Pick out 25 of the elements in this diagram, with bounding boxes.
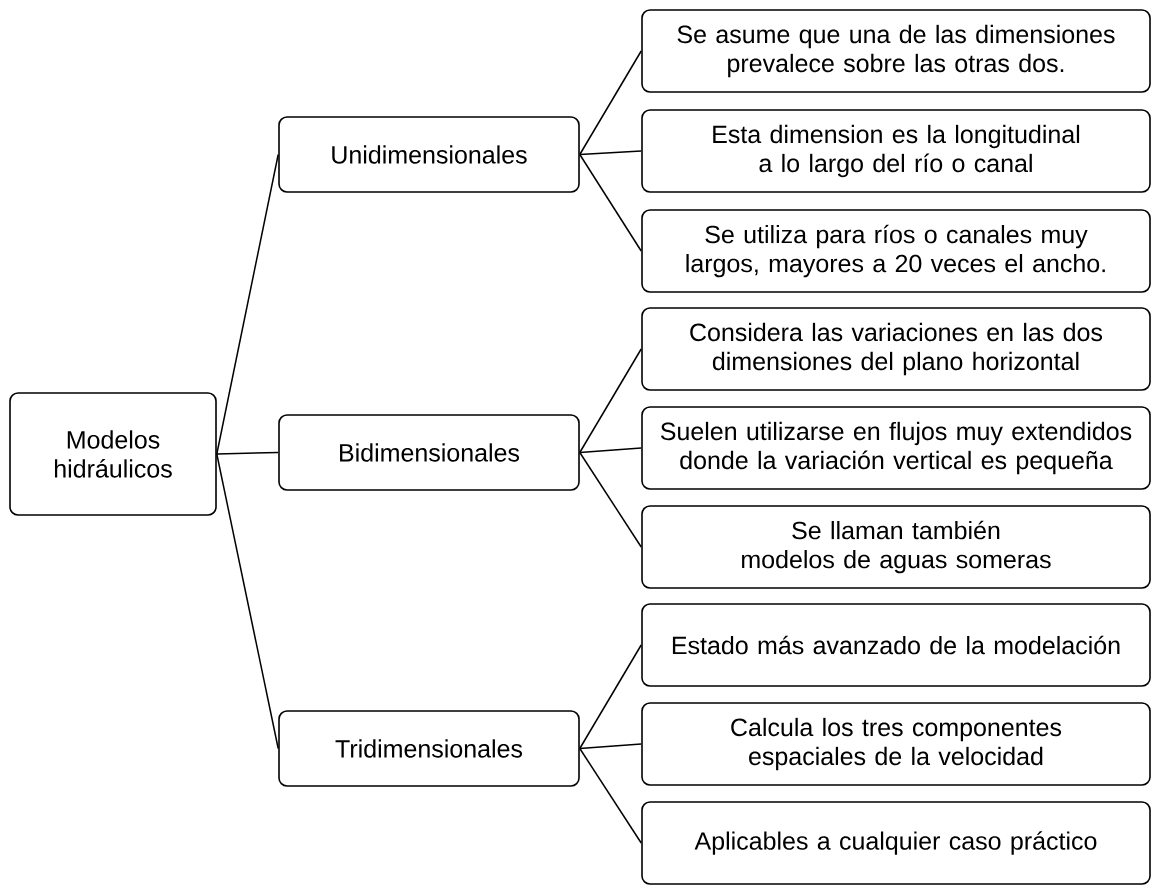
text-box: Estado más avanzado de la modelación <box>641 603 1151 687</box>
category-box: Tridimensionales <box>278 710 580 787</box>
connector-line <box>579 747 642 844</box>
connector-line <box>579 348 642 454</box>
text-box: Considera las variaciones en las dos dimensiones del plano horizontal <box>641 307 1151 391</box>
text-box: Suelen utilizarse en flujos muy extendidos donde la variación vertical es pequeña <box>641 406 1151 490</box>
text-box: Aplicables a cualquier caso práctico <box>641 801 1151 885</box>
connector-line <box>216 453 279 750</box>
connector-line <box>579 153 642 252</box>
connector-line <box>579 447 642 454</box>
connector-line <box>579 150 642 156</box>
connector-line <box>579 743 642 750</box>
text-box: Esta dimension es la longitudinal a lo largo del río o canal <box>641 109 1151 193</box>
connector-line <box>579 644 642 750</box>
text-box: Se utiliza para ríos o canales muy largos, mayores a 20 veces el ancho. <box>641 209 1151 293</box>
text-box: Calcula los tres componentes espaciales de la velocidad <box>641 702 1151 786</box>
connector-line <box>579 451 642 548</box>
text-box: Se asume que una de las dimensiones prevalece sobre las otras dos. <box>641 9 1151 93</box>
connector-line <box>579 50 642 156</box>
connector-line <box>216 451 279 455</box>
connector-line <box>216 153 279 455</box>
category-box: Unidimensionales <box>278 116 580 193</box>
root-box: Modelos hidráulicos <box>9 392 217 516</box>
category-box: Bidimensionales <box>278 414 580 491</box>
text-box: Se llaman también modelos de aguas someras <box>641 505 1151 589</box>
